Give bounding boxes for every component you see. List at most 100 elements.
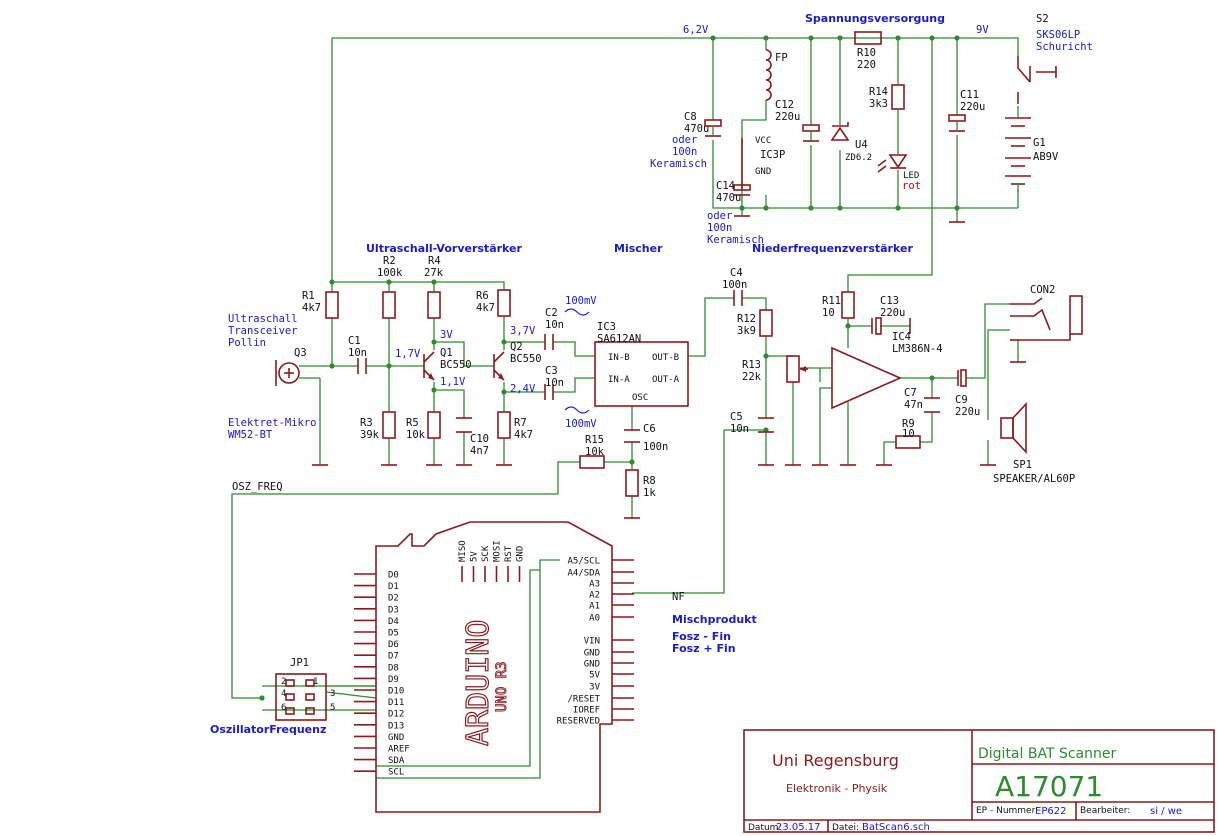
c8-value: 470u [684,123,709,135]
title-ep-value: EP622 [1035,806,1066,817]
arduino-name: ARDUINO [461,620,496,746]
r6-body [497,289,511,317]
c12-name: C12 [775,99,794,111]
title-block [743,729,1215,833]
r12-body [759,309,773,337]
title-bearbeiter-label: Bearbeiter: [1080,806,1130,816]
r3-body [382,411,396,439]
c4-body [733,290,743,306]
arduino-pin-aref: AREF [388,745,410,755]
arduino-model: UNO R3 [494,661,510,712]
r14-name: R14 [869,86,888,98]
arduino-top-pin-5v: 5V [470,551,480,562]
c12-body [802,124,820,142]
ic3-pin-outb: OUT-B [652,353,679,363]
c10-name: C10 [470,433,489,445]
r5-body [427,411,441,439]
r1-body [325,291,339,319]
ic3-pin-ina: IN-A [608,375,630,385]
c1-body [357,358,367,374]
r14-value: 3k3 [869,98,888,110]
q3-microphone [275,360,320,386]
keramisch1-line3: Keramisch [650,158,707,170]
junctions [259,35,960,701]
r8-body [625,469,639,497]
section-preamp: Ultraschall-Vorverstärker [366,242,523,255]
arduino-pin-d12: D12 [388,710,404,720]
q1-transistor [423,351,435,381]
c4-name: C4 [730,267,743,279]
c14-value: 470u [716,192,741,204]
r10-body [854,31,882,45]
c8-body [704,119,722,137]
c1-value: 10n [348,347,367,359]
arduino-pin-d7: D7 [388,652,399,662]
r12-name: R12 [737,313,756,325]
c10-value: 4n7 [470,445,489,457]
led-name: LED [903,171,919,181]
s2-type: SKS06LP [1036,29,1080,41]
rail-9v-label: 9V [976,24,989,36]
c13-name: C13 [880,295,899,307]
ground-symbols [312,215,1026,519]
jp1-pin-3: 3 [330,689,335,699]
arduino-pin-d6: D6 [388,640,399,650]
c8-name: C8 [684,111,697,123]
fosz-plus-label: Fosz + Fin [672,642,736,655]
q2-type: BC550 [510,353,542,365]
q1-emitter-voltage: 1,1V [440,376,466,388]
ic3-pin-outa: OUT-A [652,375,680,385]
ic4-name: IC4 [892,331,911,343]
r7-name: R7 [514,417,527,429]
c2-name: C2 [545,307,558,319]
keramisch1-line1: oder [672,134,697,146]
arduino-pin-vin: VIN [584,637,600,647]
arduino-top-pin-miso: MISO [458,540,468,562]
section-nf-amp: Niederfrequenzverstärker [752,242,913,255]
r10-value: 220 [857,59,876,71]
keramisch2-line3: Keramisch [707,234,764,246]
r2-body [382,291,396,319]
title-bearbeiter-value: si / we [1150,806,1182,817]
parts [275,31,1083,813]
arduino-pin-d9: D9 [388,675,399,685]
c6-name: C6 [643,423,656,435]
arduino-top-pin-sck: SCK [481,545,491,562]
r14-body [891,84,905,110]
r13-value: 22k [742,371,762,383]
ic3-type: SA612AN [597,333,641,345]
arduino-right-pin-labels: A5/SCLA4/SDAA3A2A1A0VINGNDGND5V3V/RESETI… [557,557,601,727]
con2-jack [1010,295,1083,341]
title-number: A17071 [995,770,1103,803]
r4-body [427,291,441,319]
title-datei-value: BatScan6.sch [862,822,930,833]
fp-inductor [765,49,772,101]
g1-name: G1 [1033,137,1046,149]
r9-name: R9 [902,418,915,430]
title-ep-label: EP - Nummer [976,806,1036,816]
nf-net-label: NF [672,591,685,603]
arduino-pin-d10: D10 [388,687,404,697]
c10-body [456,417,472,433]
r15-name: R15 [585,434,604,446]
jp1-name: JP1 [290,657,309,669]
r3-value: 39k [360,429,380,441]
c6-value: 100n [643,441,668,453]
arduino-pin-gnd: GND [388,733,404,743]
section-power: Spannungsversorgung [805,12,945,25]
c7-name: C7 [904,387,917,399]
arduino-pin-scl: SCL [388,768,404,778]
r7-body [497,411,511,439]
arduino-pin-gnd: GND [584,660,600,670]
c7-value: 47n [904,399,923,411]
r3-name: R3 [360,417,373,429]
r4-name: R4 [428,255,441,267]
sp1-name: SP1 [1013,459,1032,471]
title-project: Digital BAT Scanner [978,746,1116,762]
c13-body [871,317,882,335]
c5-name: C5 [730,411,743,423]
c7-body [924,397,940,413]
c12-value: 220u [775,111,800,123]
r6-name: R6 [476,290,489,302]
r11-name: R11 [822,295,841,307]
